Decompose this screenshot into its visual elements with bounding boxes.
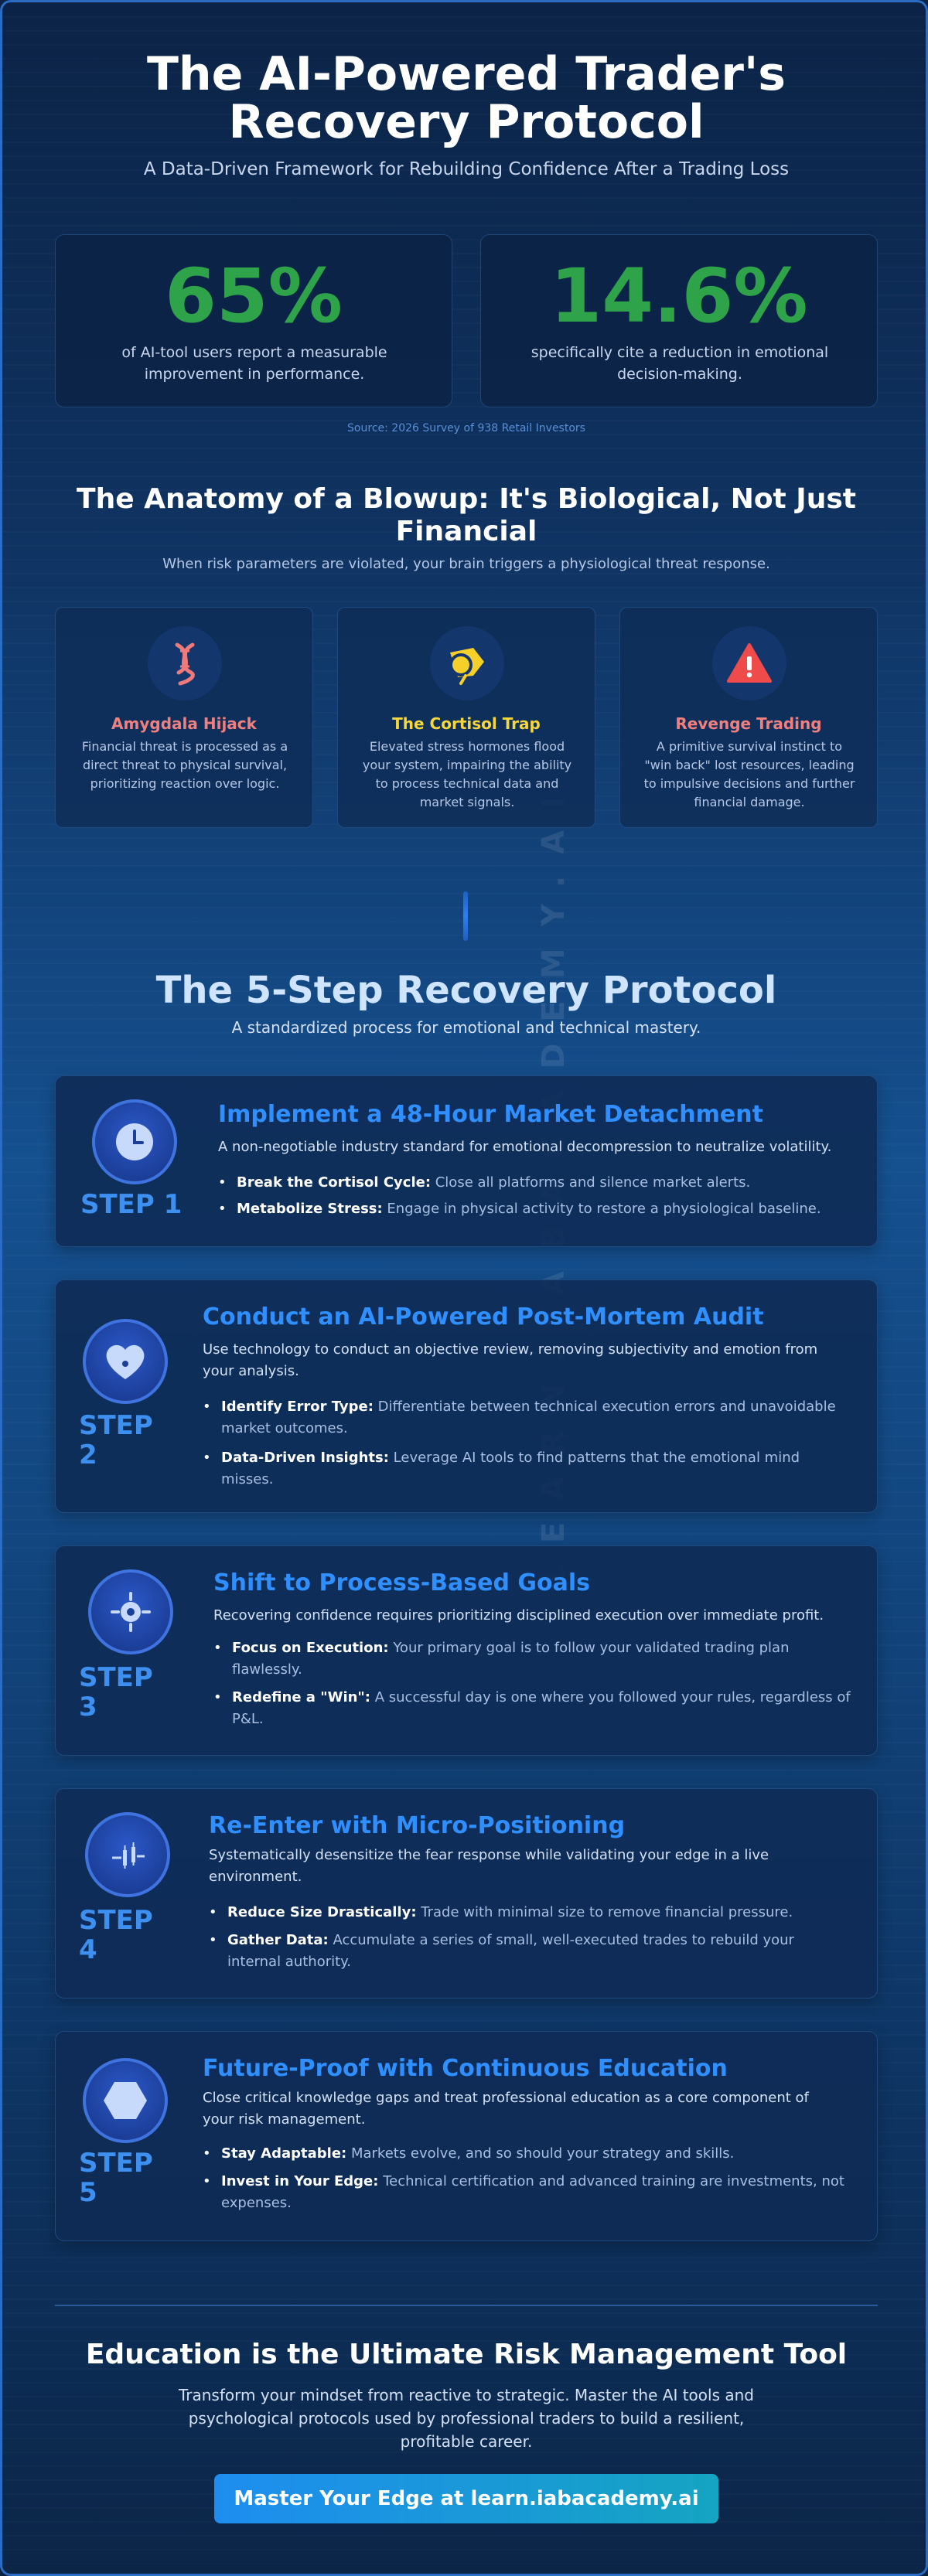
bullet-label: Data-Driven Insights: <box>221 1450 389 1466</box>
stat-card: 14.6% specifically cite a reduction in e… <box>480 234 878 407</box>
bullet-label: Identify Error Type: <box>221 1399 374 1415</box>
biology-card-title: Revenge Trading <box>675 714 822 733</box>
step-bullet: Invest in Your Edge: Technical certifica… <box>203 2171 863 2214</box>
stat-description: of AI-tool users report a measurable imp… <box>121 344 387 383</box>
step-title: Shift to Process-Based Goals <box>213 1569 591 1596</box>
step-label: STEP <box>79 1410 153 1441</box>
bullet-label: Gather Data: <box>227 1932 329 1948</box>
step-label: STEP 1 <box>80 1189 183 1220</box>
step-title: Implement a 48-Hour Market Detachment <box>218 1101 763 1128</box>
hormone-molecule-icon <box>430 626 504 700</box>
bullet-text: Markets evolve, and so should your strat… <box>346 2145 735 2162</box>
biology-card-description: A primitive survival instinct to "win ba… <box>643 739 855 809</box>
bullet-text: Accumulate a series of small, well-execu… <box>227 1932 794 1970</box>
step-card: STEP 2 Conduct an AI-Powered Post-Mortem… <box>55 1279 878 1513</box>
step-bullet: Focus on Execution: Your primary goal is… <box>213 1637 858 1681</box>
step-bullet: Data-Driven Insights: Leverage AI tools … <box>203 1447 848 1491</box>
step-description: Use technology to conduct an objective r… <box>203 1341 818 1379</box>
source-note: Source: 2026 Survey of 938 Retail Invest… <box>347 422 585 434</box>
step-description: A non-negotiable industry standard for e… <box>218 1139 832 1155</box>
biology-card-description: Elevated stress hormones flood your syst… <box>362 739 572 809</box>
biology-card-title: The Cortisol Trap <box>392 714 541 733</box>
stat-card: 65% of AI-tool users report a measurable… <box>55 234 452 407</box>
bullet-label: Stay Adaptable: <box>221 2145 347 2162</box>
step-card: STEP 1 Implement a 48-Hour Market Detach… <box>55 1075 878 1247</box>
step-bullet: Redefine a "Win": A successful day is on… <box>213 1687 858 1730</box>
step-bullet: Identify Error Type: Differentiate betwe… <box>203 1396 848 1440</box>
stat-description: specifically cite a reduction in emotion… <box>531 344 829 383</box>
footer-divider <box>55 2305 878 2306</box>
step-card: STEP 5 Future-Proof with Continuous Educ… <box>55 2031 878 2241</box>
step-title: Conduct an AI-Powered Post-Mortem Audit <box>203 1303 764 1331</box>
step-title: Future-Proof with Continuous Education <box>203 2055 728 2082</box>
cta-button[interactable]: Master Your Edge at learn.iabacademy.ai <box>214 2474 718 2523</box>
step-bullet: Gather Data: Accumulate a series of smal… <box>209 1930 846 1973</box>
bullet-text: Differentiate between technical executio… <box>221 1399 836 1436</box>
bullet-label: Break the Cortisol Cycle: <box>237 1174 432 1191</box>
heart-pulse-icon <box>83 1319 168 1404</box>
bullet-text: Engage in physical activity to restore a… <box>382 1201 821 1217</box>
footer-title: Education is the Ultimate Risk Managemen… <box>85 2339 848 2370</box>
warning-triangle-icon <box>712 626 786 700</box>
hexagon-icon <box>83 2058 168 2143</box>
page-title: The AI-Powered Trader's Recovery Protoco… <box>146 47 786 149</box>
step-number: 3 <box>79 1692 97 1722</box>
anatomy-title: The Anatomy of a Blowup: It's Biological… <box>77 483 856 547</box>
step-label: STEP <box>79 2148 153 2179</box>
bullet-text: Trade with minimal size to remove financ… <box>416 1904 793 1920</box>
bullet-label: Focus on Execution: <box>232 1640 389 1656</box>
step-card: STEP 3 Shift to Process-Based Goals Reco… <box>55 1545 878 1756</box>
footer-description: Transform your mindset from reactive to … <box>179 2386 754 2451</box>
step-card: STEP 4 Re-Enter with Micro-Positioning S… <box>55 1788 878 1998</box>
target-icon <box>88 1569 173 1654</box>
bullet-label: Reduce Size Drastically: <box>227 1904 417 1920</box>
biology-card-cortisol: The Cortisol Trap Elevated stress hormon… <box>337 607 595 828</box>
bullet-text: Close all platforms and silence market a… <box>431 1174 751 1191</box>
stat-value: 65% <box>165 253 343 339</box>
step-bullet: Metabolize Stress: Engage in physical ac… <box>218 1198 863 1220</box>
step-description: Recovering confidence requires prioritiz… <box>213 1607 824 1624</box>
step-label: STEP <box>79 1662 153 1693</box>
biology-card-amygdala: Amygdala Hijack Financial threat is proc… <box>55 607 313 828</box>
bullet-text: Your primary goal is to follow your vali… <box>232 1640 790 1678</box>
clock-icon <box>92 1099 177 1184</box>
step-bullet: Reduce Size Drastically: Trade with mini… <box>209 1902 854 1923</box>
brain-dna-icon <box>148 626 222 700</box>
bullet-label: Redefine a "Win": <box>232 1689 370 1705</box>
bullet-text: Technical certification and advanced tra… <box>221 2173 844 2211</box>
bullet-text: Leverage AI tools to find patterns that … <box>221 1450 800 1487</box>
step-number: 2 <box>79 1440 97 1470</box>
stat-value: 14.6% <box>550 253 808 339</box>
biology-card-title: Amygdala Hijack <box>111 714 257 733</box>
protocol-subtitle: A standardized process for emotional and… <box>231 1018 701 1037</box>
bullet-label: Metabolize Stress: <box>237 1201 383 1217</box>
step-title: Re-Enter with Micro-Positioning <box>209 1812 626 1839</box>
step-number: 5 <box>79 2177 97 2208</box>
biology-card-revenge: Revenge Trading A primitive survival ins… <box>619 607 878 828</box>
protocol-title: The 5-Step Recovery Protocol <box>155 969 777 1012</box>
section-divider <box>463 891 468 941</box>
page-subtitle: A Data-Driven Framework for Rebuilding C… <box>143 159 790 179</box>
step-description: Systematically desensitize the fear resp… <box>209 1847 769 1885</box>
anatomy-subtitle: When risk parameters are violated, your … <box>162 556 770 572</box>
step-description: Close critical knowledge gaps and treat … <box>203 2090 809 2128</box>
bullet-label: Invest in Your Edge: <box>221 2173 379 2189</box>
step-bullet: Break the Cortisol Cycle: Close all plat… <box>218 1172 863 1194</box>
step-number: 4 <box>79 1934 97 1965</box>
candlestick-icon <box>85 1812 170 1897</box>
biology-card-description: Financial threat is processed as a direc… <box>81 739 288 791</box>
bullet-text: A successful day is one where you follow… <box>232 1689 851 1727</box>
step-bullet: Stay Adaptable: Markets evolve, and so s… <box>203 2143 848 2165</box>
step-label: STEP <box>79 1905 153 1936</box>
